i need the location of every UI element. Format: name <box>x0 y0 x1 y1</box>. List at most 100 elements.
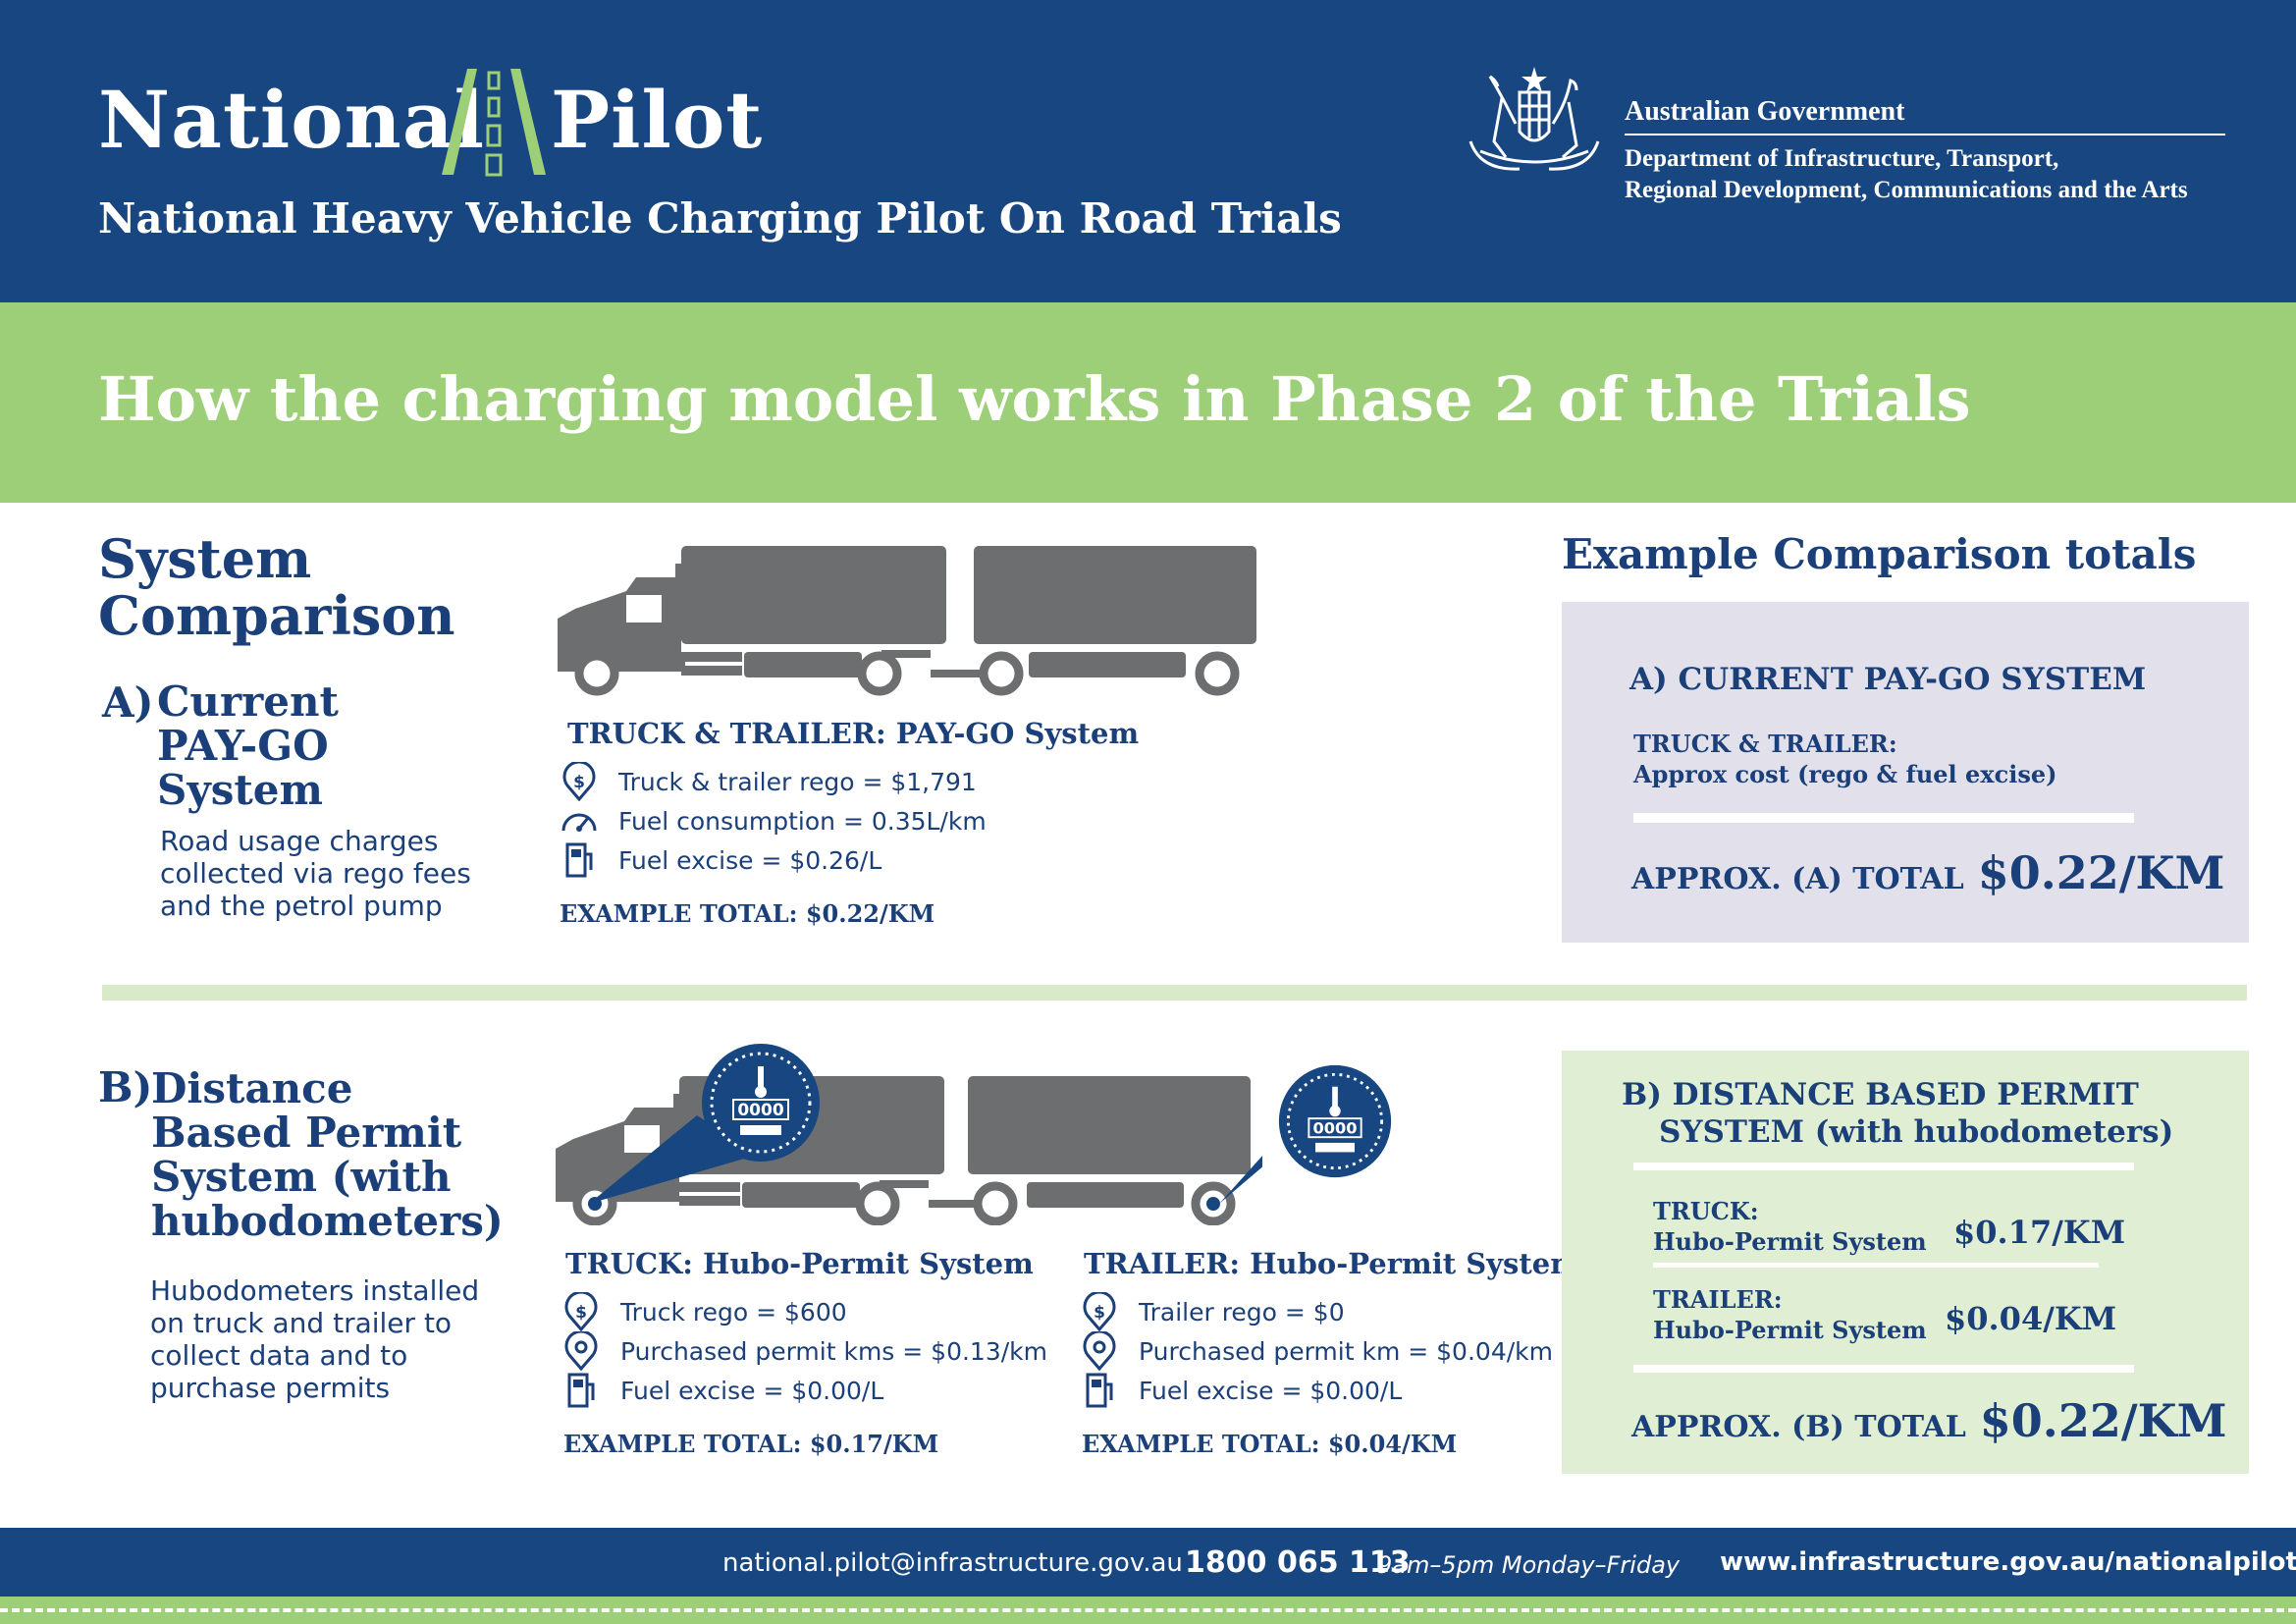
header-subtitle: National Heavy Vehicle Charging Pilot On… <box>98 194 1342 243</box>
section-b-desc-line4: purchase permits <box>150 1372 391 1404</box>
trailer-b-example-total: EXAMPLE TOTAL: $0.04/KM <box>1082 1430 1458 1458</box>
totals-b-divider-2 <box>1653 1263 2099 1268</box>
section-b-title-line3: System (with <box>151 1153 452 1201</box>
totals-b-divider-3 <box>1633 1365 2134 1373</box>
coat-of-arms-icon <box>1468 67 1600 171</box>
svg-text:$: $ <box>1094 1303 1105 1323</box>
totals-box-b <box>1562 1051 2249 1474</box>
payg-fuel-excise-text: Fuel excise = $0.26/L <box>618 845 882 875</box>
totals-a-approx-value: $0.22/KM <box>1977 846 2225 899</box>
truck-trailer-illustration-a <box>558 546 1256 696</box>
trailer-b-item-permit: Purchased permit km = $0.04/km <box>1080 1331 1553 1371</box>
dollar-pin-icon: $ <box>562 762 596 801</box>
totals-b-approx-value: $0.22/KM <box>1979 1394 2227 1447</box>
gov-divider <box>1625 134 2225 135</box>
totals-a-divider <box>1633 813 2134 823</box>
logo-text-pilot: Pilot <box>551 74 764 166</box>
gauge-icon <box>561 813 597 832</box>
section-a-desc-line1: Road usage charges <box>160 825 439 857</box>
dept-name-line1: Department of Infrastructure, Transport, <box>1625 145 2059 172</box>
totals-b-heading: B) DISTANCE BASED PERMIT SYSTEM (with hu… <box>1622 1076 2173 1151</box>
svg-text:$: $ <box>573 773 585 792</box>
payg-fuel-consumption-text: Fuel consumption = 0.35L/km <box>618 806 987 836</box>
payg-item-fuel-excise: Fuel excise = $0.26/L <box>560 840 987 880</box>
section-a-desc-line3: and the petrol pump <box>160 890 443 922</box>
totals-b-divider-1 <box>1633 1163 2134 1170</box>
totals-a-approx: APPROX. (A) TOTAL $0.22/KM <box>1631 846 2224 899</box>
section-a-title: Current PAY-GO System <box>157 679 339 812</box>
truck-b-list: $ Truck rego = $600 Purchased permit kms… <box>561 1292 1047 1410</box>
trailer-b-item-rego: $ Trailer rego = $0 <box>1080 1292 1553 1331</box>
green-banner <box>0 302 2296 503</box>
payg-list: $ Truck & trailer rego = $1,791 Fuel con… <box>560 762 987 880</box>
payg-item-rego: $ Truck & trailer rego = $1,791 <box>560 762 987 801</box>
section-b-letter: B) <box>98 1063 153 1111</box>
dollar-pin-icon: $ <box>1083 1292 1116 1331</box>
footer-website-link[interactable]: www.infrastructure.gov.au/nationalpilot <box>1720 1547 2296 1577</box>
section-a-letter: A) <box>102 678 154 727</box>
logo-text-national: National <box>98 74 486 166</box>
totals-a-approx-label: APPROX. (A) TOTAL <box>1631 862 1964 896</box>
totals-a-subtext: TRUCK & TRAILER: Approx cost (rego & fue… <box>1633 729 2056 789</box>
footer-phone[interactable]: 1800 065 113 <box>1185 1545 1411 1580</box>
totals-b-heading-line2: SYSTEM (with hubodometers) <box>1659 1114 2174 1150</box>
hubodometer-trailer-icon: 0000 <box>1278 1064 1392 1178</box>
totals-b-truck-label: TRUCK: Hubo-Permit System <box>1653 1196 1927 1257</box>
totals-a-heading: A) CURRENT PAY-GO SYSTEM <box>1629 662 2147 697</box>
truck-b-permit-text: Purchased permit kms = $0.13/km <box>620 1336 1047 1366</box>
section-b-description: Hubodometers installed on truck and trai… <box>150 1274 479 1404</box>
totals-b-truck-label-line2: Hubo-Permit System <box>1653 1227 1927 1256</box>
totals-a-sub-line1: TRUCK & TRAILER: <box>1633 730 1897 758</box>
system-title-line1: System <box>98 527 312 590</box>
location-pin-icon <box>564 1331 598 1371</box>
truck-b-fuel-excise-text: Fuel excise = $0.00/L <box>620 1376 884 1405</box>
totals-b-trailer-rate: $0.04/KM <box>1945 1300 2117 1337</box>
totals-a-sub-line2: Approx cost (rego & fuel excise) <box>1633 760 2057 788</box>
payg-item-fuel-consumption: Fuel consumption = 0.35L/km <box>560 801 987 840</box>
section-b-desc-line3: collect data and to <box>150 1339 408 1372</box>
location-pin-icon <box>1083 1331 1116 1371</box>
trailer-b-heading: TRAILER: Hubo-Permit System <box>1084 1247 1580 1280</box>
hubodometer-trailer-reading: 0000 <box>1312 1118 1357 1137</box>
page-title: How the charging model works in Phase 2 … <box>98 363 1971 435</box>
totals-b-truck-rate: $0.17/KM <box>1953 1214 2126 1251</box>
truck-b-item-permit: Purchased permit kms = $0.13/km <box>561 1331 1047 1371</box>
footer-email-link[interactable]: national.pilot@infrastructure.gov.au <box>722 1548 1183 1578</box>
section-divider <box>102 985 2247 1001</box>
section-b-desc-line2: on truck and trailer to <box>150 1307 453 1339</box>
hubodometer-truck-icon: 0000 <box>702 1044 820 1162</box>
trailer-b-item-fuel-excise: Fuel excise = $0.00/L <box>1080 1371 1553 1410</box>
dept-name-line2: Regional Development, Communications and… <box>1625 177 2188 203</box>
payg-example-total: EXAMPLE TOTAL: $0.22/KM <box>560 899 935 928</box>
fuel-pump-icon <box>567 1373 595 1408</box>
road-logo-icon <box>442 69 546 177</box>
section-b-title-line1: Distance <box>151 1064 353 1112</box>
totals-b-truck-label-line1: TRUCK: <box>1653 1197 1759 1225</box>
truck-b-example-total: EXAMPLE TOTAL: $0.17/KM <box>563 1430 939 1458</box>
section-a-title-line3: System <box>157 766 323 814</box>
comparison-totals-title: Example Comparison totals <box>1562 530 2197 578</box>
truck-b-item-fuel-excise: Fuel excise = $0.00/L <box>561 1371 1047 1410</box>
section-b-desc-line1: Hubodometers installed <box>150 1274 480 1307</box>
section-a-title-line1: Current <box>157 677 339 726</box>
header-bar <box>0 0 2296 302</box>
gov-name: Australian Government <box>1625 96 1905 127</box>
section-b-title: Distance Based Permit System (with hubod… <box>151 1066 504 1243</box>
svg-text:$: $ <box>575 1303 587 1323</box>
truck-b-item-rego: $ Truck rego = $600 <box>561 1292 1047 1331</box>
section-b-title-line4: hubodometers) <box>151 1197 504 1245</box>
hubodometer-truck-reading: 0000 <box>737 1101 783 1120</box>
payg-heading: TRUCK & TRAILER: PAY-GO System <box>567 717 1140 750</box>
section-b-title-line2: Based Permit <box>151 1109 462 1157</box>
system-comparison-title: System Comparison <box>98 530 510 644</box>
fuel-pump-icon <box>565 842 593 878</box>
totals-b-heading-line1: B) DISTANCE BASED PERMIT <box>1622 1077 2139 1112</box>
payg-rego-text: Truck & trailer rego = $1,791 <box>618 767 977 796</box>
trailer-b-fuel-excise-text: Fuel excise = $0.00/L <box>1139 1376 1403 1405</box>
section-a-desc-line2: collected via rego fees <box>160 857 471 890</box>
totals-box-a <box>1562 602 2249 943</box>
totals-b-trailer-label: TRAILER: Hubo-Permit System <box>1653 1284 1927 1345</box>
totals-b-approx-label: APPROX. (B) TOTAL <box>1631 1410 1966 1444</box>
totals-b-trailer-label-line2: Hubo-Permit System <box>1653 1316 1927 1344</box>
section-a-title-line2: PAY-GO <box>157 722 329 770</box>
